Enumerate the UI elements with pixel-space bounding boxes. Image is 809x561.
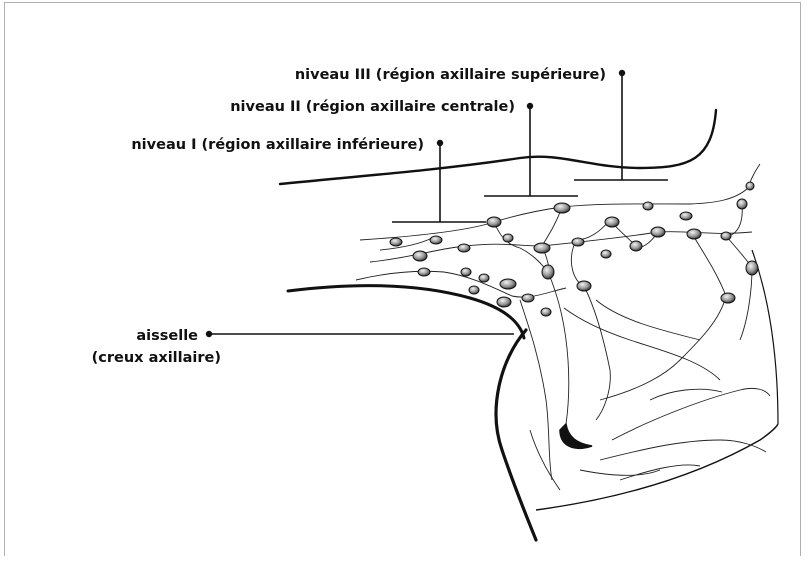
lymph-node (554, 203, 570, 213)
lymph-node (746, 182, 754, 190)
leader-armpit (206, 331, 514, 337)
lymph-node (503, 234, 513, 242)
lymph-node (418, 268, 430, 276)
lymph-node (746, 261, 758, 275)
label-level-2: niveau II (région axillaire centrale) (230, 99, 515, 115)
lymph-node (680, 212, 692, 220)
lymph-node (643, 202, 653, 210)
lymph-node (601, 250, 611, 258)
lymph-node (737, 199, 747, 209)
lymph-node (500, 279, 516, 289)
lymph-node (497, 297, 511, 307)
lymph-node (413, 251, 427, 261)
lymph-node (430, 236, 442, 244)
lymph-node (469, 286, 479, 294)
lymph-node (721, 232, 731, 240)
breast-outline-right (752, 250, 778, 424)
lymph-node (605, 217, 619, 227)
lymph-node (522, 294, 534, 302)
lymph-node (487, 217, 501, 227)
label-armpit-sub: (creux axillaire) (92, 350, 221, 366)
lymph-node (461, 268, 471, 276)
lymph-node (651, 227, 665, 237)
lymph-node (721, 293, 735, 303)
lymph-node (687, 229, 701, 239)
lymph-node (572, 238, 584, 246)
lymph-node (577, 281, 591, 291)
breast-outline-left (496, 330, 536, 540)
lymph-node (534, 243, 550, 253)
label-level-3: niveau III (région axillaire supérieure) (295, 67, 606, 83)
lymph-node (458, 244, 470, 252)
label-level-1: niveau I (région axillaire inférieure) (131, 137, 424, 153)
lymph-node (542, 265, 554, 279)
lymph-node (390, 238, 402, 246)
lymph-node (479, 274, 489, 282)
lymph-node (541, 308, 551, 316)
nipple (560, 424, 592, 448)
arm-contour (288, 286, 524, 338)
lymph-node (630, 241, 642, 251)
leader-level-2 (484, 103, 578, 196)
label-armpit: aisselle (136, 328, 198, 344)
